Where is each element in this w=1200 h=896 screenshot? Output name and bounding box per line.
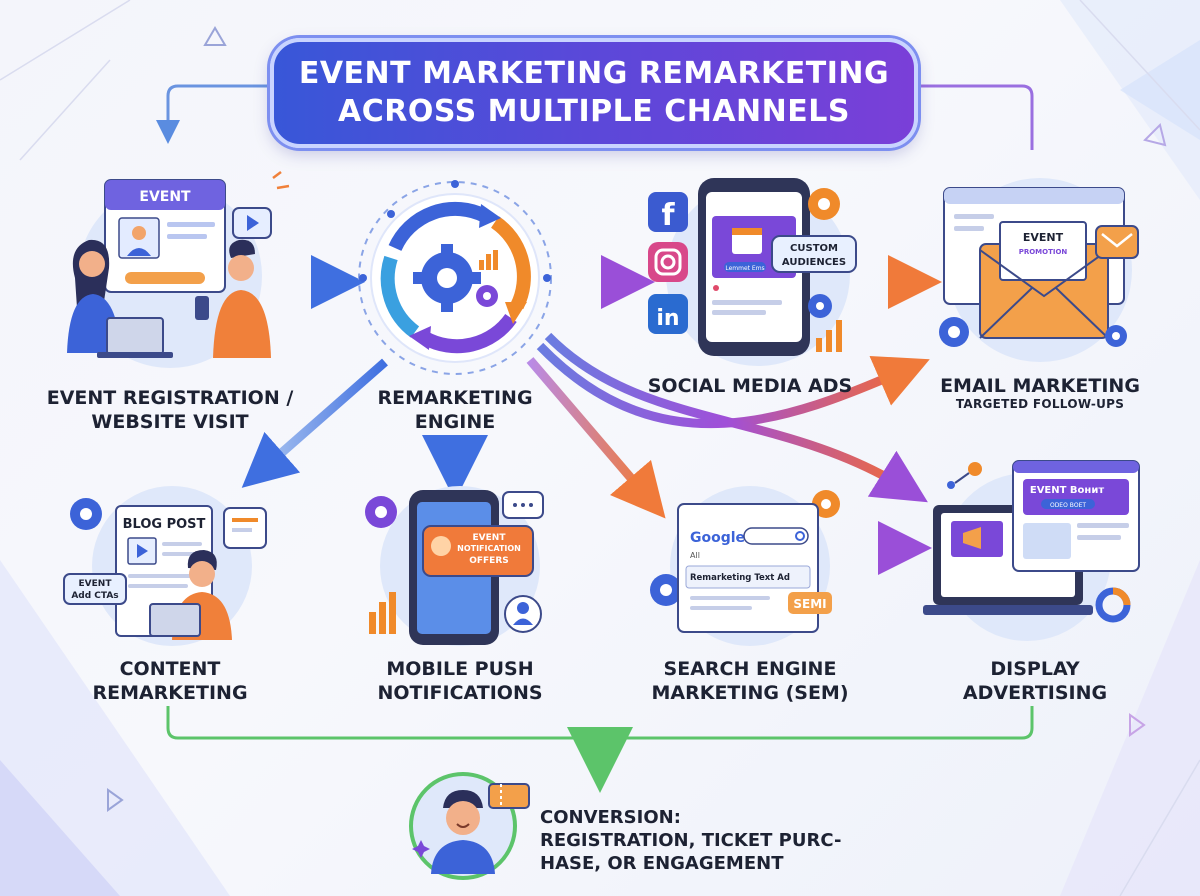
small-gear-icon — [476, 285, 498, 307]
gear-icon — [650, 490, 840, 606]
display-label: DISPLAY ADVERTISING — [900, 657, 1170, 705]
content-illustration: BLOG POST EVENT Add CTAs — [63, 486, 267, 646]
search-input — [743, 527, 809, 545]
sem-label-line-1: SEARCH ENGINE — [663, 658, 837, 680]
svg-text:BLOG POST: BLOG POST — [123, 517, 206, 532]
engine-illustration — [358, 180, 552, 375]
svg-text:EVENT: EVENT — [79, 579, 113, 589]
social-illustration: f in Lemmet Ems CUSTOM AUDIENCES — [648, 178, 857, 366]
ticket-icon — [488, 783, 530, 809]
registration-illustration: EVENT — [67, 171, 290, 368]
bar-chart-icon — [369, 592, 396, 634]
registration-label-line-2: WEBSITE VISIT — [91, 411, 249, 433]
svg-text:EVENT: EVENT — [1023, 231, 1064, 244]
gear-icon — [365, 496, 397, 528]
gear-icon — [70, 498, 102, 530]
social-label: SOCIAL MEDIA ADS — [647, 375, 853, 397]
megaphone-icon — [963, 527, 981, 549]
search-browser-window: Google All Remarketing Text Ad — [677, 503, 819, 633]
sparkle-icon — [272, 171, 290, 190]
bar-chart-icon — [816, 320, 842, 352]
content-label-line-2: REMARKETING — [92, 682, 248, 704]
search-logo: Google — [690, 530, 745, 546]
gear-icon — [413, 244, 481, 312]
conversion-line-2: REGISTRATION, TICKET PURC- — [540, 830, 842, 851]
conversion-line-1: CONVERSION: — [540, 807, 681, 828]
sem-illustration: Google All Remarketing Text Ad SEMI — [650, 486, 840, 646]
svg-text:All: All — [690, 551, 700, 560]
linkedin-icon: in — [648, 294, 688, 334]
svg-text:EVENT Boнит: EVENT Boнит — [1030, 485, 1104, 496]
user-avatar-icon — [431, 790, 495, 874]
svg-text:EVENT: EVENT — [473, 533, 507, 543]
svg-text:PROMOTION: PROMOTION — [1019, 248, 1068, 256]
svg-text:SEMI: SEMI — [793, 597, 826, 611]
user-avatar-icon — [504, 595, 542, 633]
woman-laptop-icon — [67, 239, 173, 358]
instagram-icon — [648, 242, 688, 282]
sem-label-line-2: MARKETING (SEM) — [651, 682, 849, 704]
push-label-line-2: NOTIFICATIONS — [377, 682, 543, 704]
conversion-line-3: HASE, OR ENGAGEMENT — [540, 853, 784, 874]
registration-label: EVENT REGISTRATION / WEBSITE VISIT — [20, 386, 320, 434]
event-screen-label: EVENT — [139, 189, 191, 205]
email-label: EMAIL MARKETING — [940, 375, 1140, 397]
custom-audiences-bubble: CUSTOM AUDIENCES — [771, 235, 857, 273]
sem-label: SEARCH ENGINE MARKETING (SEM) — [615, 657, 885, 705]
notification-card: EVENT NOTIFICATION OFFERS — [422, 525, 534, 577]
website-window: EVENT — [104, 179, 226, 293]
title-banner: EVENT MARKETING REMARKETING ACROSS MULTI… — [270, 38, 918, 148]
play-icon — [137, 544, 148, 558]
engine-label-line-1: REMARKETING — [377, 387, 533, 409]
push-label: MOBILE PUSH NOTIFICATIONS — [330, 657, 590, 705]
search-icon — [795, 531, 805, 541]
svg-text:f: f — [661, 198, 675, 233]
title-line-1: EVENT MARKETING REMARKETING — [298, 56, 890, 91]
ad-text: Remarketing Text Ad — [690, 573, 790, 583]
chat-bubble-icon — [502, 491, 544, 519]
conversion-text: CONVERSION: REGISTRATION, TICKET PURC- H… — [540, 806, 860, 875]
engine-label-line-2: ENGINE — [414, 411, 496, 433]
display-label-line-2: ADVERTISING — [962, 682, 1108, 704]
title-line-2: ACROSS MULTIPLE CHANNELS — [338, 94, 850, 129]
display-label-line-1: DISPLAY — [990, 658, 1080, 680]
content-label-line-1: CONTENT — [119, 658, 221, 680]
mail-bubble-icon — [1095, 225, 1139, 259]
bar-chart-icon — [479, 250, 498, 270]
donut-chart-icon — [1095, 587, 1131, 623]
svg-text:Add CTAs: Add CTAs — [71, 591, 118, 601]
svg-text:CUSTOM: CUSTOM — [790, 243, 838, 254]
user-connect-icon — [947, 462, 982, 489]
gear-icon — [939, 317, 1127, 347]
engine-label: REMARKETING ENGINE — [355, 386, 555, 434]
display-illustration: EVENT Boнит ODEO ВОЕТ — [923, 460, 1140, 641]
svg-text:OFFERS: OFFERS — [469, 556, 509, 566]
email-illustration: EVENT PROMOTION — [939, 178, 1139, 362]
person-laptop-icon — [149, 550, 232, 640]
sparkle-icon — [412, 840, 430, 858]
social-ad-button: Lemmet Ems — [725, 265, 764, 272]
gear-icon — [808, 188, 840, 318]
email-envelope-icon: EVENT PROMOTION — [979, 221, 1109, 339]
content-label: CONTENT REMARKETING — [35, 657, 305, 705]
push-label-line-1: MOBILE PUSH — [386, 658, 534, 680]
svg-text:AUDIENCES: AUDIENCES — [782, 257, 846, 268]
conversion-illustration — [409, 772, 530, 880]
push-illustration: EVENT NOTIFICATION OFFERS — [365, 486, 544, 646]
sem-badge: SEMI — [788, 592, 832, 614]
bell-icon — [431, 536, 451, 556]
svg-text:ODEO ВОЕТ: ODEO ВОЕТ — [1050, 502, 1086, 509]
registration-label-line-1: EVENT REGISTRATION / — [46, 387, 294, 409]
cta-tag: EVENT Add CTAs — [63, 573, 127, 605]
chat-bubble-icon — [223, 507, 267, 549]
email-sublabel: TARGETED FOLLOW-UPS — [955, 397, 1125, 411]
play-icon — [232, 207, 272, 239]
ad-banner-window: EVENT Boнит ODEO ВОЕТ — [1012, 460, 1140, 572]
facebook-icon: f — [648, 192, 688, 233]
man-phone-icon — [195, 239, 271, 358]
svg-text:in: in — [656, 306, 679, 331]
svg-text:NOTIFICATION: NOTIFICATION — [457, 544, 521, 553]
